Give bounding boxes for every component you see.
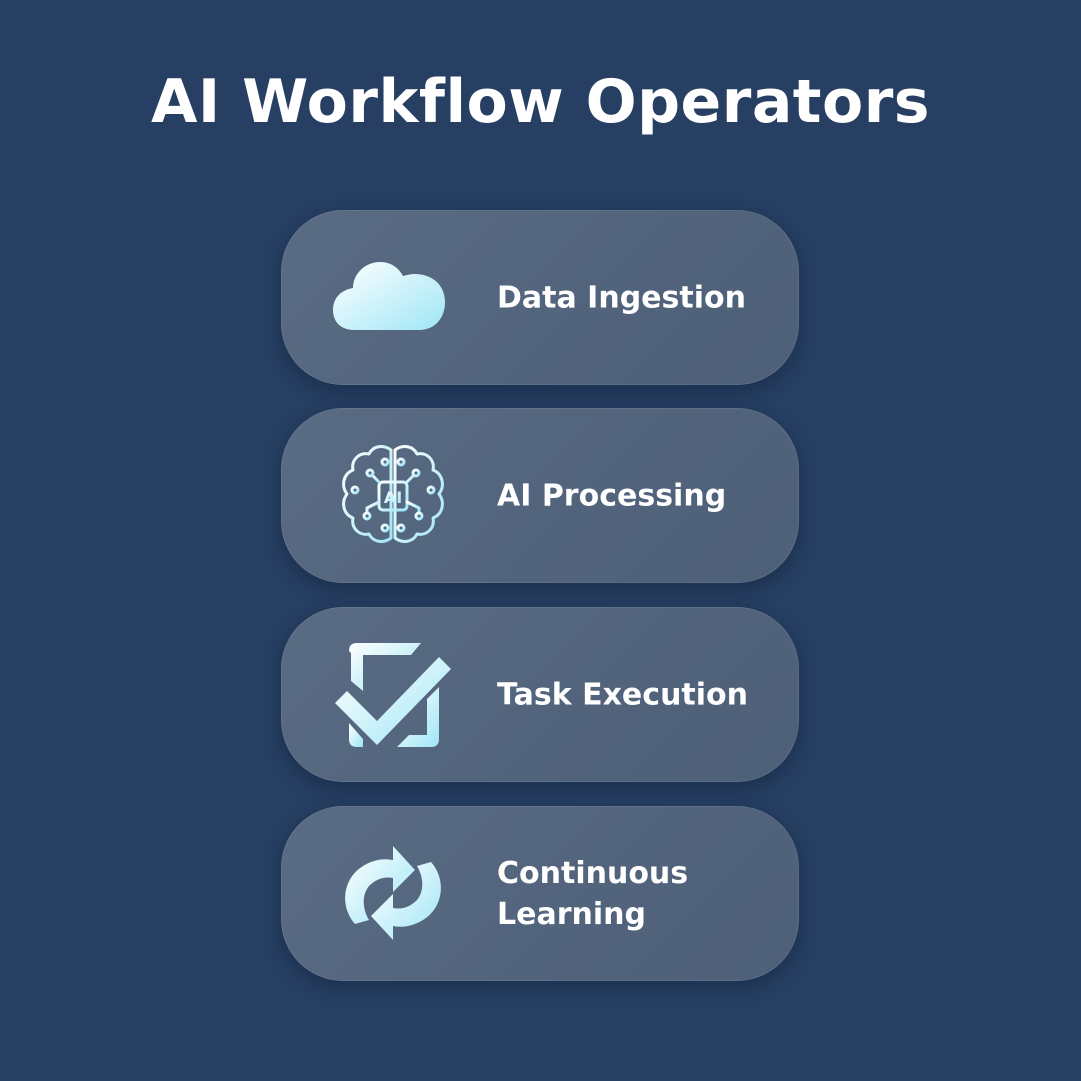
page-title: AI Workflow Operators — [150, 67, 931, 137]
step-card-ai-processing: AI AI Processing — [281, 408, 799, 583]
step-card-task-execution: Task Execution — [281, 607, 799, 782]
step-label: AI Processing — [497, 478, 727, 513]
ai-brain-icon: AI — [333, 438, 453, 553]
step-card-data-ingestion: Data Ingestion — [281, 210, 799, 385]
svg-text:AI: AI — [384, 488, 402, 507]
refresh-cycle-icon — [333, 836, 453, 951]
step-label: Data Ingestion — [497, 280, 746, 315]
cloud-icon — [333, 240, 453, 355]
step-label: Continuous Learning — [497, 855, 689, 932]
step-card-continuous-learning: Continuous Learning — [281, 806, 799, 981]
step-label: Task Execution — [497, 677, 749, 712]
checkbox-check-icon — [333, 637, 453, 752]
